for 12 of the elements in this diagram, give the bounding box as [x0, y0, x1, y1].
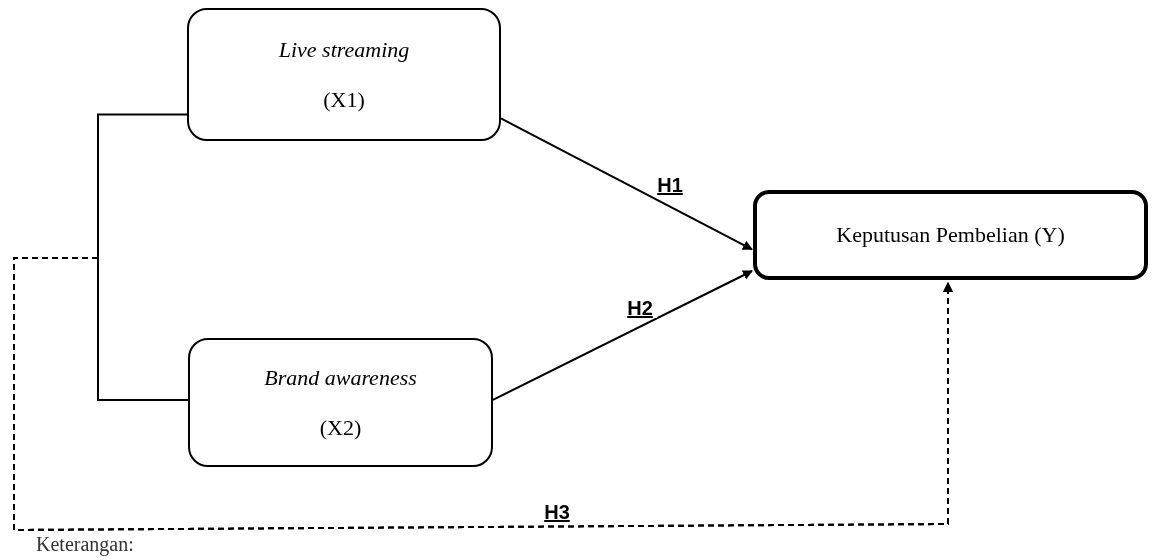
node-text: Brand awareness [264, 364, 417, 392]
node-text: (X1) [323, 85, 365, 113]
node-text: (X2) [319, 413, 362, 441]
node-text: Keputusan Pembelian (Y) [836, 221, 1065, 249]
variable-box [188, 338, 493, 467]
variable-box [753, 190, 1148, 280]
dashed-connector [13, 257, 953, 531]
note-text: Keterangan: [36, 534, 134, 554]
variable-box [187, 8, 501, 141]
connector-line [492, 270, 753, 401]
node-text: Live streaming [278, 36, 410, 64]
connector-line [500, 117, 753, 251]
